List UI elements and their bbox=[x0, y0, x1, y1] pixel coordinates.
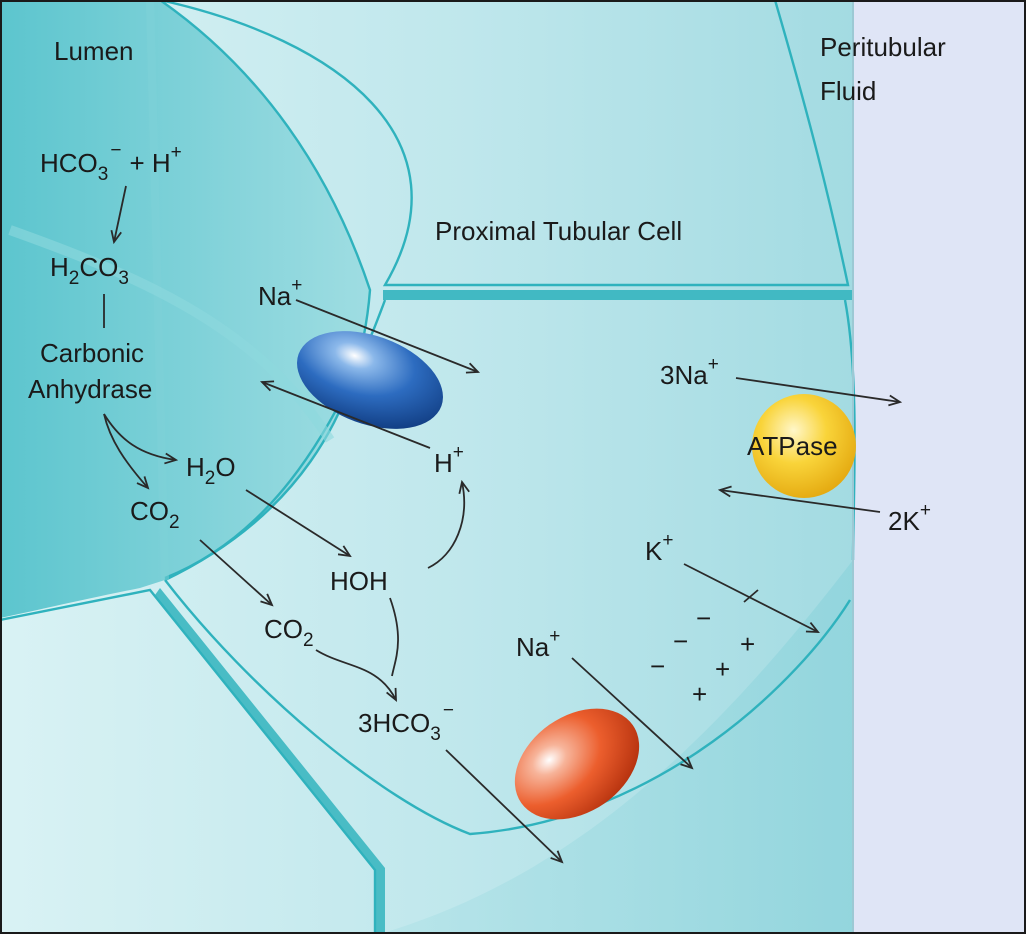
lumen-co2-label: CO2 bbox=[130, 496, 180, 533]
three-na-label: 3Na+ bbox=[660, 354, 719, 390]
arrow-bicarbonate-cotransport bbox=[445, 749, 562, 862]
lower-cell-outline bbox=[0, 588, 377, 934]
hco3-h-label: HCO3−+ H+ bbox=[40, 140, 182, 185]
atpase-label: ATPase bbox=[747, 431, 838, 461]
anhydrase-label: Anhydrase bbox=[28, 374, 152, 404]
two-k-label: 2K+ bbox=[888, 500, 931, 536]
cell-top-membrane bbox=[159, 0, 850, 287]
carbonic-label: Carbonic bbox=[40, 338, 144, 368]
arrow-enzyme-to-h2o bbox=[103, 413, 176, 460]
plus-charge-1: + bbox=[740, 629, 755, 659]
minus-charge-2: − bbox=[673, 626, 688, 656]
arrow-k-channel bbox=[683, 563, 818, 632]
minus-charge-3: − bbox=[650, 651, 665, 681]
cell-junction bbox=[383, 290, 853, 300]
arrow-h-exchanger-out bbox=[262, 382, 431, 449]
k-channel-tick bbox=[743, 589, 759, 603]
h-ion-label: H+ bbox=[434, 442, 464, 478]
hoh-label: HOH bbox=[330, 566, 388, 596]
plus-charge-3: + bbox=[692, 679, 707, 709]
na-k-atpase-pump bbox=[752, 394, 856, 498]
peritubular-label-line1: Peritubular bbox=[820, 32, 946, 62]
arrow-hoh-to-bicarbonate bbox=[389, 597, 399, 677]
plus-charge-2: + bbox=[715, 654, 730, 684]
h2co3-label: H2CO3 bbox=[50, 252, 129, 289]
na-h-exchanger bbox=[297, 331, 443, 429]
arrow-na-cotransport bbox=[571, 657, 692, 768]
cell-label: Proximal Tubular Cell bbox=[435, 216, 682, 246]
arrow-co2-to-bicarbonate bbox=[315, 649, 396, 700]
arrow-hco3-to-h2co3 bbox=[114, 185, 127, 242]
arrow-na-exchanger-in bbox=[295, 299, 478, 372]
minus-charge-1: − bbox=[696, 603, 711, 633]
arrow-hoh-to-h bbox=[427, 482, 464, 569]
basal-na-label: Na+ bbox=[516, 626, 560, 662]
lumen-fold bbox=[8, 225, 335, 443]
apical-membrane-lower bbox=[164, 579, 852, 836]
cell-co2-label: CO2 bbox=[264, 614, 314, 651]
brush-border-outer bbox=[159, 0, 372, 582]
arrow-enzyme-to-co2 bbox=[103, 413, 148, 488]
basal-zone bbox=[380, 560, 853, 934]
h2o-label: H2O bbox=[186, 452, 236, 489]
bicarbonate-label: 3HCO3− bbox=[358, 700, 454, 745]
k-label: K+ bbox=[645, 530, 673, 566]
lumen-label: Lumen bbox=[54, 36, 134, 66]
apical-na-label: Na+ bbox=[258, 275, 302, 311]
peritubular-label-line2: Fluid bbox=[820, 76, 876, 106]
lower-cell-junction bbox=[155, 588, 385, 934]
arrow-h2o-to-hoh bbox=[245, 489, 350, 556]
na-bicarbonate-cotransporter bbox=[514, 708, 640, 820]
arrow-2k-in bbox=[720, 490, 881, 513]
arrow-3na-out bbox=[735, 377, 900, 402]
arrow-co2-to-co2 bbox=[199, 539, 272, 605]
